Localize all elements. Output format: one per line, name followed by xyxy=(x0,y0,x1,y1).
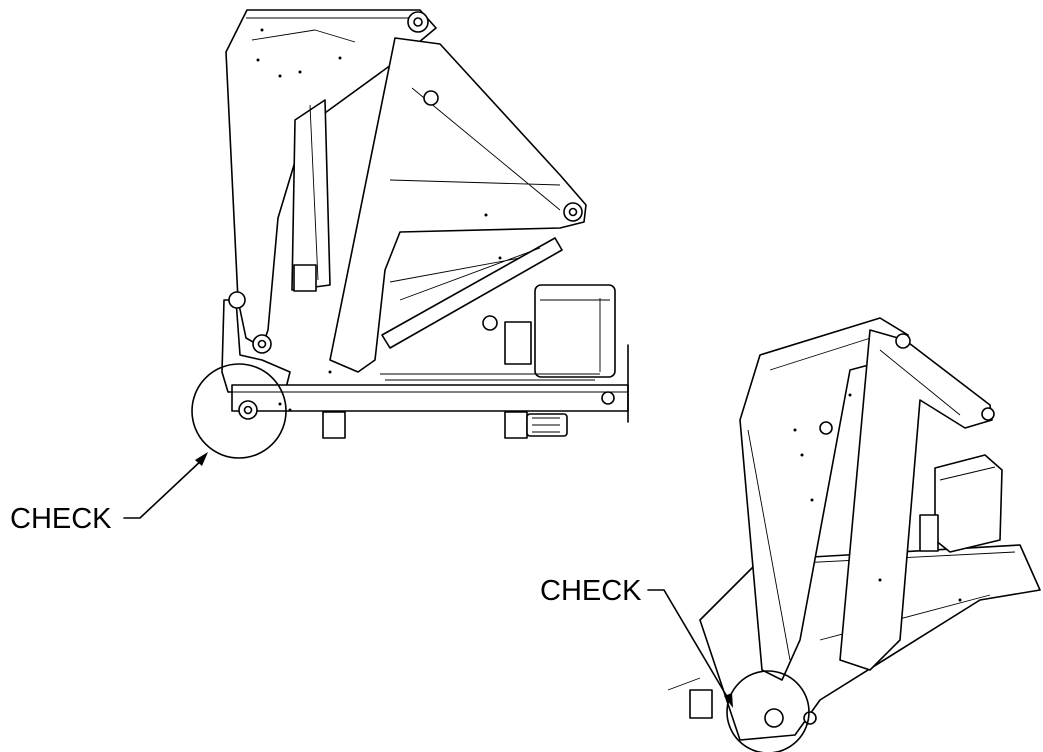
leader-arrowhead xyxy=(195,452,208,466)
crane-isometric-view xyxy=(667,317,1041,752)
leader-line xyxy=(123,457,205,519)
callout-check-side: CHECK xyxy=(10,452,208,535)
callout-check-iso: CHECK xyxy=(540,575,733,708)
leader-arrowhead xyxy=(724,693,733,708)
callout-label: CHECK xyxy=(10,503,112,535)
inspection-circle-side xyxy=(191,363,287,459)
inspection-circle-iso xyxy=(726,670,810,752)
leader-line xyxy=(647,589,730,701)
callout-label: CHECK xyxy=(540,575,642,607)
crane-side-view xyxy=(191,9,629,459)
